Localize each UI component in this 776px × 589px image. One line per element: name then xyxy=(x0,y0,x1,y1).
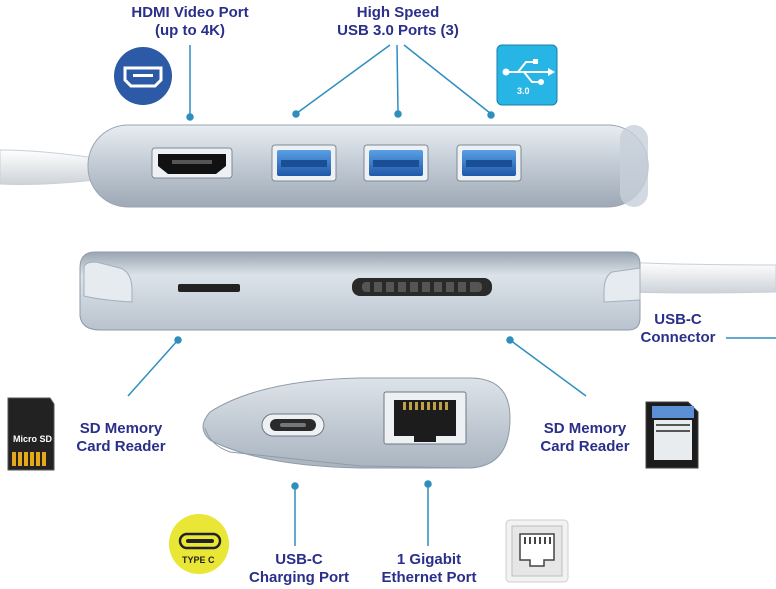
ethernet-jack-icon xyxy=(505,519,569,583)
usb3-label-line1: High Speed xyxy=(356,4,440,21)
sd-slot xyxy=(352,278,492,296)
usbc-connector-line2: Connector xyxy=(640,329,716,346)
micro-sd-text: Micro SD xyxy=(13,434,53,444)
usbc-connector-label: USB-C Connector xyxy=(628,311,728,347)
micro-sd-card-icon: Micro SD xyxy=(7,397,55,471)
sd-left-line1: SD Memory xyxy=(79,420,163,437)
usb3-label: High Speed USB 3.0 Ports (3) xyxy=(318,4,478,40)
type-c-icon: TYPE C xyxy=(169,514,229,574)
usbc-charging-label: USB-C Charging Port xyxy=(238,551,360,587)
type-c-text: TYPE C xyxy=(182,555,215,565)
hdmi-port xyxy=(151,147,233,179)
usb-c-port xyxy=(261,413,325,437)
usbc-connector-line1: USB-C xyxy=(654,311,702,328)
cable xyxy=(0,149,96,185)
hdmi-label-line2: (up to 4K) xyxy=(155,22,225,39)
sd-left-line2: Card Reader xyxy=(76,438,166,455)
hdmi-label: HDMI Video Port (up to 4K) xyxy=(110,4,270,40)
cable-2 xyxy=(619,261,776,294)
usb-port-2 xyxy=(363,144,429,182)
usbc-charging-line1: USB-C xyxy=(275,551,323,568)
micro-sd-slot xyxy=(178,284,240,292)
hdmi-label-line1: HDMI Video Port xyxy=(131,4,249,21)
usb-port-1 xyxy=(271,144,337,182)
sd-left-label: SD Memory Card Reader xyxy=(62,420,180,456)
hdmi-icon xyxy=(114,47,172,105)
hub-end-view xyxy=(202,377,511,469)
usb3-label-line2: USB 3.0 Ports (3) xyxy=(337,22,459,39)
sd-right-label: SD Memory Card Reader xyxy=(526,420,644,456)
ethernet-line2: Ethernet Port xyxy=(381,569,477,586)
hub-side-view xyxy=(79,251,776,331)
ethernet-line1: 1 Gigabit xyxy=(396,551,462,568)
usb-3-symbol-text: 3.0 xyxy=(517,86,530,96)
usbc-charging-line2: Charging Port xyxy=(249,569,349,586)
usb-port-3 xyxy=(456,144,522,182)
sd-card-icon xyxy=(645,401,699,469)
leader-lines xyxy=(127,44,776,546)
ethernet-port xyxy=(383,391,467,445)
ethernet-label: 1 Gigabit Ethernet Port xyxy=(370,551,488,587)
sd-right-line2: Card Reader xyxy=(540,438,630,455)
hub-top-view xyxy=(0,124,649,208)
usb-3-icon: 3.0 xyxy=(496,44,558,106)
sd-right-line1: SD Memory xyxy=(543,420,627,437)
